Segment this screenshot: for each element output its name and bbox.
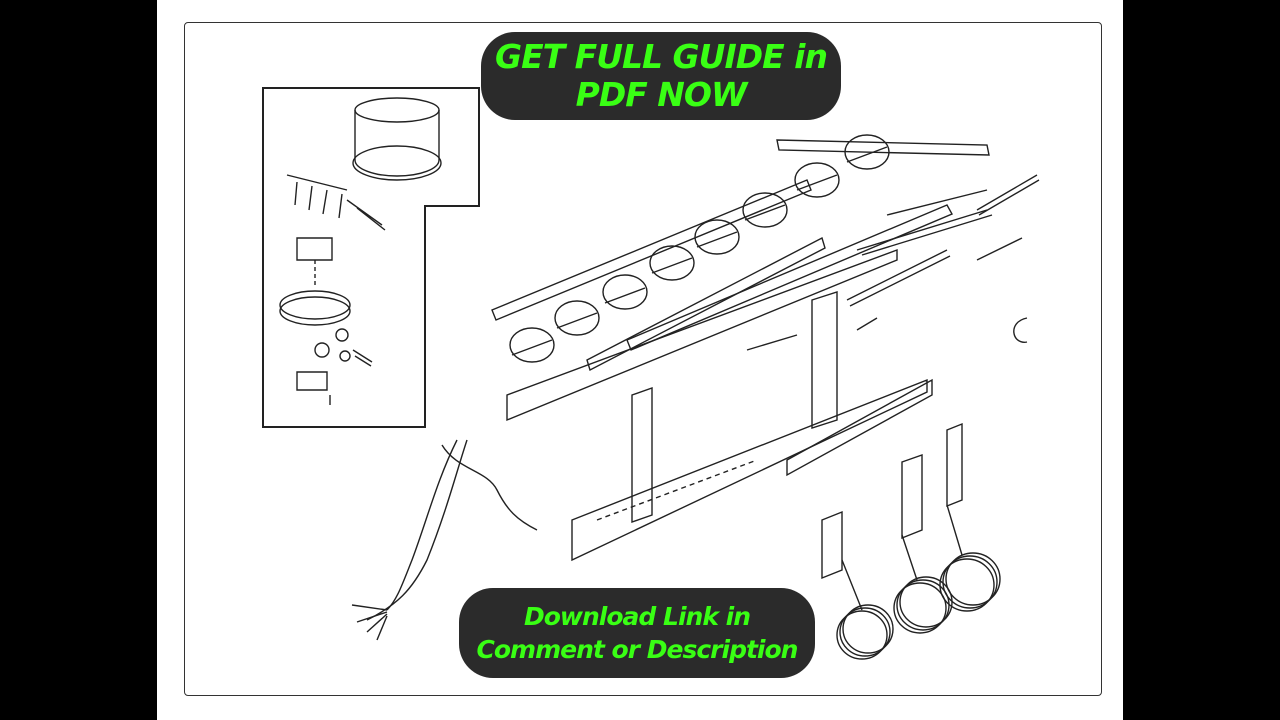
page: GET FULL GUIDE in PDF NOW Download Link …: [157, 0, 1123, 720]
frame-chassis: [506, 248, 933, 562]
tie-rods: [746, 174, 1040, 351]
download-link-banner[interactable]: Download Link in Comment or Description: [459, 588, 815, 678]
download-link-line2: Comment or Description: [476, 635, 799, 664]
diagram-frame: [184, 22, 1102, 696]
snap-ring: [1013, 317, 1028, 343]
get-guide-banner[interactable]: GET FULL GUIDE in PDF NOW: [481, 32, 841, 120]
download-link-line1: Download Link in: [523, 602, 751, 631]
brackets: [821, 422, 963, 580]
inset-detail: [262, 87, 480, 428]
solenoids: [509, 134, 890, 363]
exploded-parts-diagram: [262, 87, 1040, 660]
get-guide-line2: PDF NOW: [575, 75, 748, 114]
springs: [836, 504, 1001, 660]
get-guide-line1: GET FULL GUIDE in: [495, 37, 828, 76]
wire-harness: [351, 439, 538, 641]
mounting-bars: [491, 139, 990, 372]
